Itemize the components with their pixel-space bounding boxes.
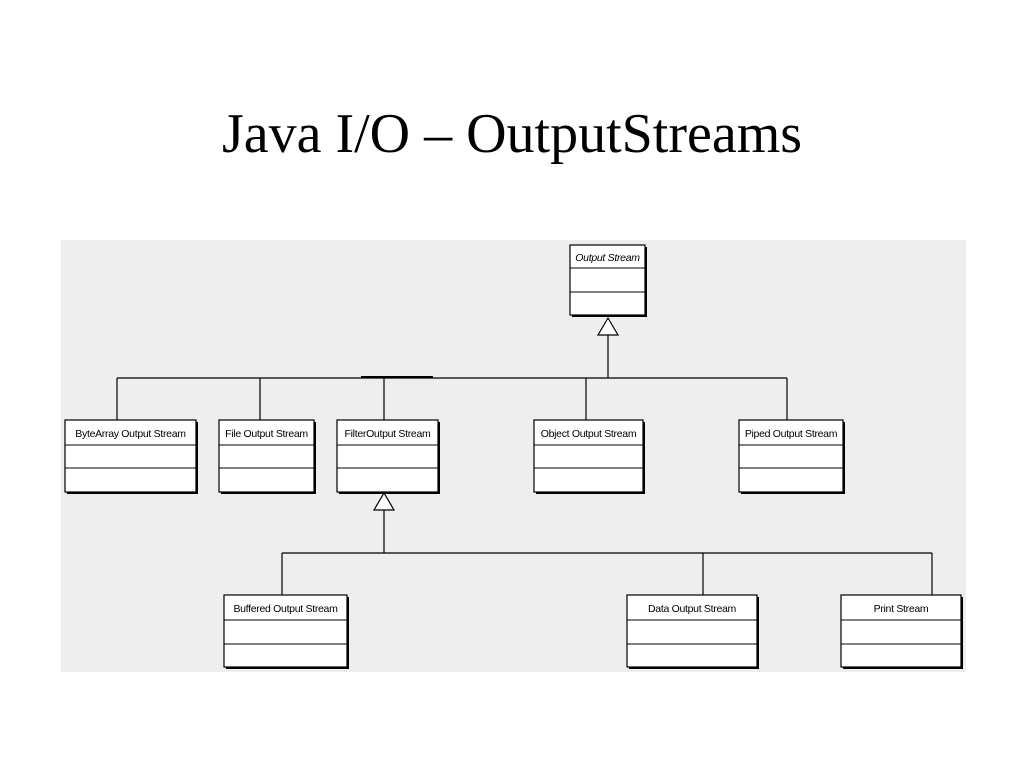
slide-title: Java I/O – OutputStreams (221, 103, 803, 165)
class-box-object-output-stream: Object Output Stream (533, 419, 645, 494)
class-name-buffered-output-stream: Buffered Output Stream (233, 603, 338, 615)
class-box-frame (218, 419, 315, 493)
class-box-piped-output-stream: Piped Output Stream (738, 419, 845, 494)
inheritance-arrow-output-stream (596, 316, 620, 336)
class-box-frame (840, 594, 962, 668)
class-box-filter-output-stream: FilterOutput Stream (336, 419, 440, 494)
class-box-file-output-stream: File Output Stream (218, 419, 316, 494)
class-box-byte-array-output-stream: ByteArray Output Stream (64, 419, 198, 494)
class-box-frame (569, 244, 646, 316)
class-name-object-output-stream: Object Output Stream (541, 428, 637, 440)
class-diagram-panel: Output Stream ByteArray Output Stream Fi… (61, 240, 966, 672)
class-box-print-stream: Print Stream (840, 594, 963, 669)
class-box-buffered-output-stream: Buffered Output Stream (223, 594, 349, 669)
class-box-frame (223, 594, 348, 668)
class-box-frame (626, 594, 758, 668)
class-name-print-stream: Print Stream (874, 603, 929, 615)
class-name-file-output-stream: File Output Stream (225, 428, 308, 440)
class-name-piped-output-stream: Piped Output Stream (745, 428, 838, 440)
inheritance-arrow-filter-output-stream (372, 491, 396, 511)
class-name-byte-array-output-stream: ByteArray Output Stream (75, 428, 186, 440)
class-box-output-stream: Output Stream (569, 244, 647, 317)
class-box-data-output-stream: Data Output Stream (626, 594, 759, 669)
class-hierarchy-diagram: Output Stream ByteArray Output Stream Fi… (64, 244, 963, 669)
class-box-frame (533, 419, 644, 493)
class-name-filter-output-stream: FilterOutput Stream (345, 428, 431, 440)
class-box-frame (738, 419, 844, 493)
class-name-data-output-stream: Data Output Stream (648, 603, 737, 615)
inheritance-connectors-bottom (281, 491, 933, 595)
class-box-frame (64, 419, 197, 493)
class-box-frame (336, 419, 439, 493)
inheritance-connectors-top (116, 316, 788, 420)
class-name-output-stream: Output Stream (575, 252, 640, 264)
